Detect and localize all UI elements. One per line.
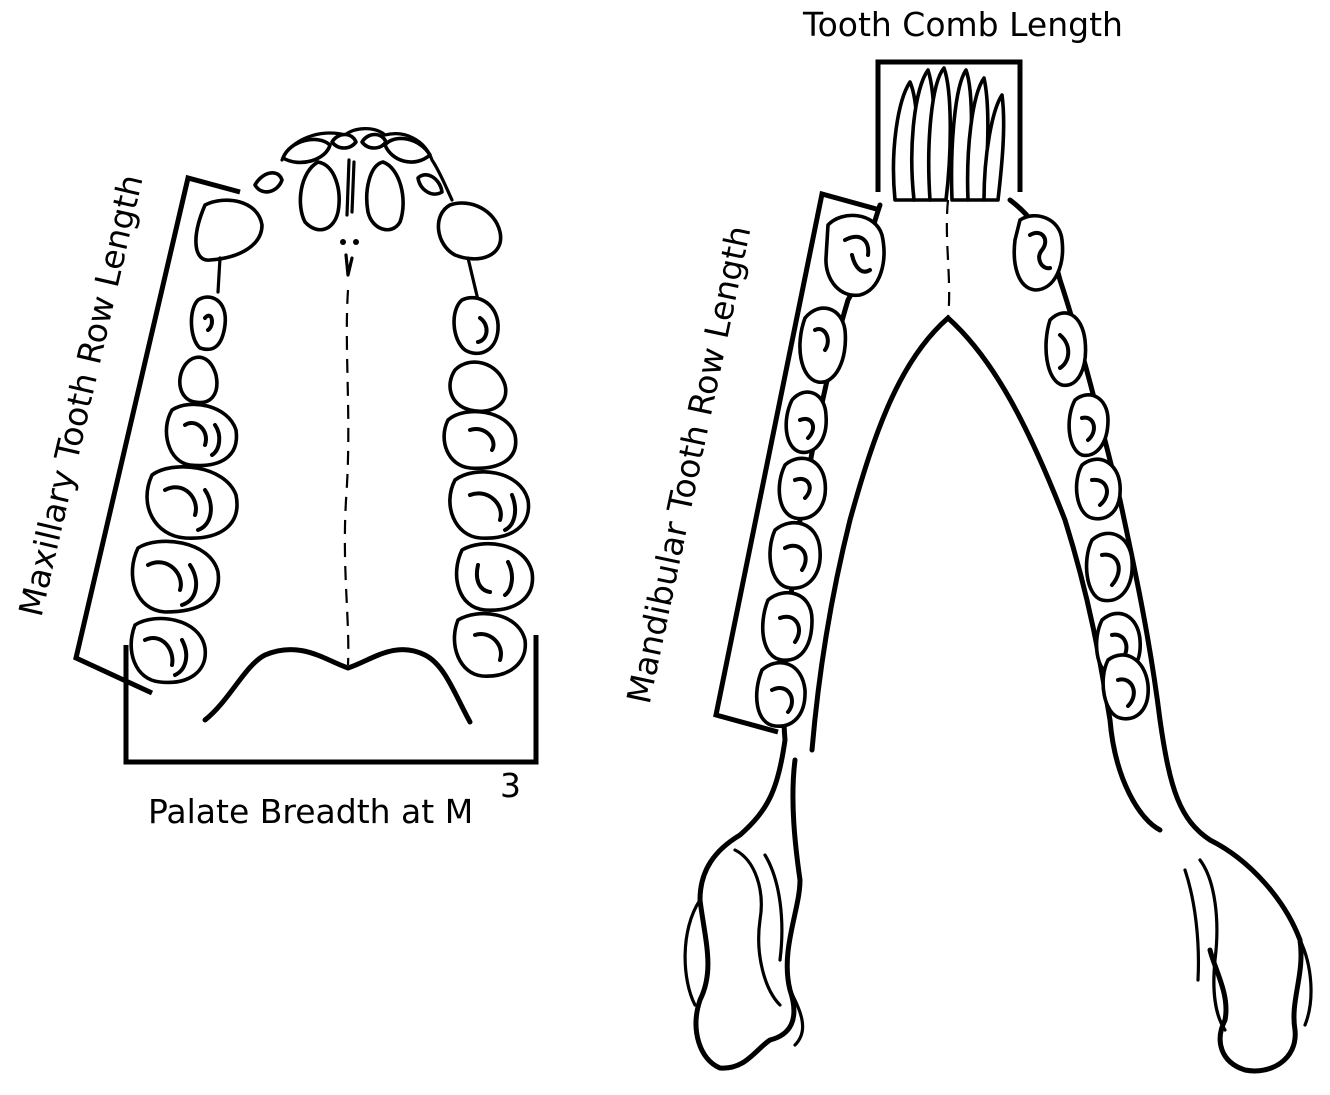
upper-molar-right-3	[454, 614, 525, 677]
palate-breadth-label: Palate Breadth at M	[148, 792, 473, 831]
mandibular-tooth-row-label: Mandibular Tooth Row Length	[619, 222, 758, 707]
foramen-mark	[346, 255, 352, 275]
lower-premolar-left-3	[779, 458, 825, 518]
posterior-palate-edge	[205, 650, 470, 722]
upper-incisor-mid-right	[362, 135, 386, 149]
upper-molar-left-1	[147, 467, 237, 538]
tooth-comb-label: Tooth Comb Length	[802, 5, 1123, 44]
lower-molar-right-3	[1103, 655, 1148, 719]
maxillary-tooth-row-label: Maxillary Tooth Row Length	[11, 171, 151, 620]
mandible-drawing	[685, 62, 1311, 1071]
maxilla-drawing	[76, 129, 536, 762]
palate-breadth-superscript: 3	[500, 766, 521, 805]
lower-premolar-right-3	[1077, 459, 1121, 519]
lower-premolar-right-2	[1069, 395, 1108, 456]
ramus-right-inner	[1185, 860, 1225, 1030]
ramus-left-inner	[735, 850, 782, 1005]
upper-premolar-left-2	[180, 357, 217, 402]
upper-incisor-mid-left	[332, 135, 356, 149]
upper-premolar-right-3	[444, 412, 516, 469]
lower-molar-left-3	[757, 663, 805, 726]
upper-premolar-right-1	[454, 298, 498, 354]
lower-molar-right-1	[1087, 533, 1133, 600]
incisive-foramen-right	[367, 162, 403, 230]
lower-canine-left	[826, 215, 884, 295]
upper-molar-left-3	[131, 619, 205, 683]
upper-incisor-small-right	[418, 175, 442, 194]
symphysis-midline	[947, 200, 949, 318]
lower-premolar-left-1	[800, 308, 846, 382]
foramen-dot	[340, 239, 346, 245]
upper-canine-left	[196, 200, 262, 260]
upper-premolar-left-3	[166, 404, 236, 465]
lower-premolar-right-1	[1046, 313, 1086, 385]
lower-molar-left-2	[763, 593, 812, 660]
upper-molar-right-2	[457, 544, 533, 610]
upper-incisor-right	[385, 138, 430, 162]
incisive-foramen-left	[300, 162, 339, 230]
palate-midline	[345, 290, 348, 665]
upper-canine-right	[438, 203, 500, 259]
lower-molar-left-1	[770, 523, 820, 588]
upper-incisor-small-left	[255, 173, 282, 192]
upper-premolar-left-1	[191, 297, 225, 349]
foramen-dot	[353, 239, 359, 245]
lower-premolar-left-2	[786, 392, 826, 452]
midline-suture-top	[347, 160, 354, 215]
upper-incisor-left	[283, 139, 330, 162]
upper-molar-left-2	[132, 541, 218, 612]
upper-premolar-right-2	[450, 362, 506, 411]
